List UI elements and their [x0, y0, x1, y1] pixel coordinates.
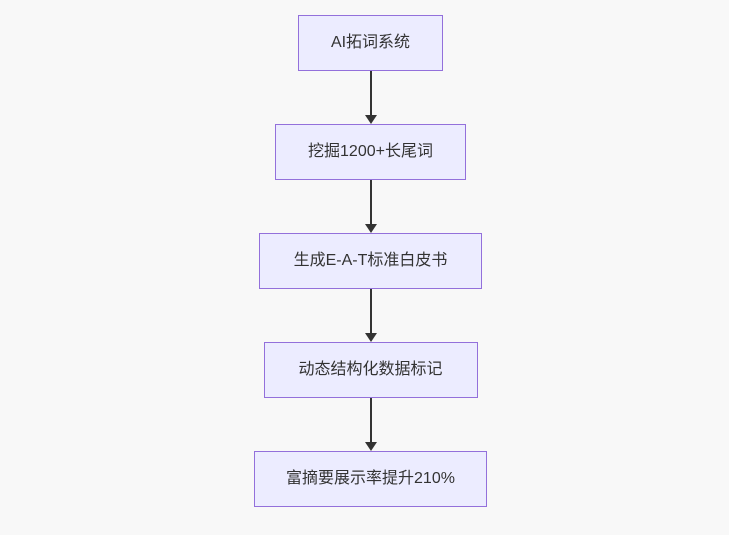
arrow-line: [369, 398, 372, 442]
arrow-line: [369, 289, 372, 333]
flow-node-label: 生成E-A-T标准白皮书: [293, 252, 448, 269]
arrow-line: [369, 180, 372, 224]
flow-node-step-5: 富摘要展示率提升210%: [254, 451, 487, 507]
arrow-line: [369, 71, 372, 115]
arrow-head-icon: [364, 115, 377, 124]
arrow-head-icon: [364, 224, 377, 233]
arrow-down-icon: [364, 180, 377, 233]
flow-node-label: 富摘要展示率提升210%: [286, 470, 455, 487]
flow-node-step-2: 挖掘1200+长尾词: [275, 124, 466, 180]
flow-node-label: 挖掘1200+长尾词: [308, 143, 433, 160]
flow-node-step-1: AI拓词系统: [298, 15, 443, 71]
arrow-down-icon: [364, 289, 377, 342]
arrow-head-icon: [364, 442, 377, 451]
flow-node-step-3: 生成E-A-T标准白皮书: [259, 233, 482, 289]
flowchart-column: AI拓词系统 挖掘1200+长尾词 生成E-A-T标准白皮书 动态结构化数据标记: [6, 15, 729, 507]
arrow-down-icon: [364, 71, 377, 124]
flow-node-label: 动态结构化数据标记: [298, 361, 443, 378]
arrow-down-icon: [364, 398, 377, 451]
flow-node-step-4: 动态结构化数据标记: [263, 342, 478, 398]
arrow-head-icon: [364, 333, 377, 342]
flow-node-label: AI拓词系统: [330, 34, 411, 51]
